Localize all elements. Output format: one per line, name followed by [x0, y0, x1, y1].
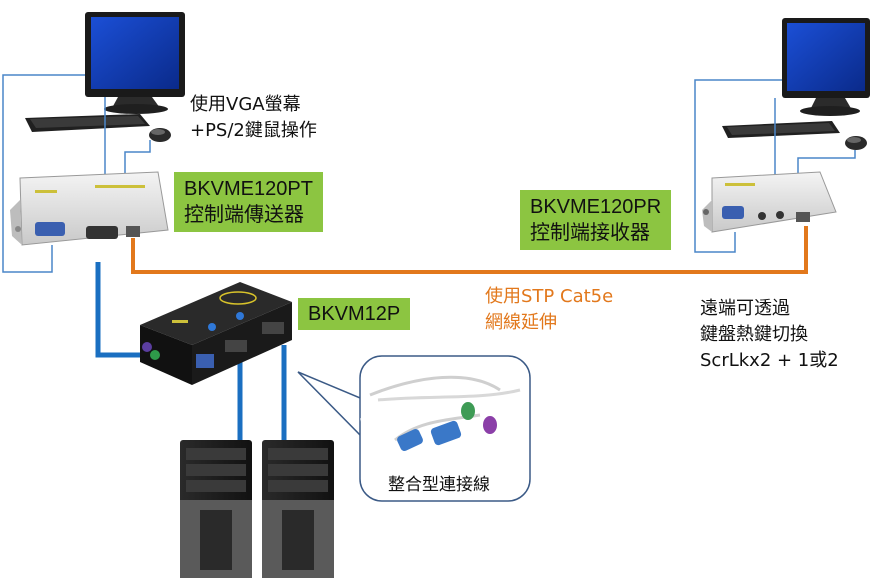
remote-mouse	[845, 136, 867, 150]
remote-note-line2: 鍵盤熱鍵切換	[700, 324, 808, 345]
receiver-desc: 控制端接收器	[530, 222, 650, 244]
computer-tower-2	[262, 440, 334, 578]
switch-label: BKVM12P	[298, 298, 411, 330]
transmitter-device	[10, 171, 169, 246]
callout-pointer	[297, 371, 366, 442]
integrated-cable-image	[369, 375, 521, 452]
local-console-note: 使用VGA螢幕 +PS/2鍵鼠操作	[190, 92, 317, 144]
computer-tower-1	[180, 440, 252, 578]
local-mouse	[149, 128, 171, 142]
receiver-device	[702, 171, 837, 233]
receiver-model: BKVME120PR	[530, 196, 662, 218]
local-console-note-line2: +PS/2鍵鼠操作	[190, 120, 317, 141]
transmitter-label: BKVME120PT 控制端傳送器	[174, 172, 323, 232]
transmitter-desc: 控制端傳送器	[184, 204, 304, 226]
remote-keyboard	[722, 121, 840, 138]
kvm-cables	[95, 262, 287, 440]
kvm-switch-device	[140, 282, 292, 385]
local-console-note-line1: 使用VGA螢幕	[190, 94, 301, 115]
remote-note: 遠端可透過 鍵盤熱鍵切換 ScrLkx2 + 1或2	[700, 296, 839, 374]
extension-note: 使用STP Cat5e 網線延伸	[485, 284, 613, 336]
transmitter-model: BKVME120PT	[184, 178, 313, 200]
cat5-extension-cable	[131, 226, 808, 274]
remote-monitor	[782, 18, 870, 116]
extension-note-line2: 網線延伸	[485, 312, 557, 333]
console-wires-right	[694, 79, 856, 253]
local-monitor	[85, 12, 185, 114]
switch-model: BKVM12P	[308, 303, 401, 325]
receiver-label: BKVME120PR 控制端接收器	[520, 190, 672, 250]
remote-note-line1: 遠端可透過	[700, 298, 790, 319]
cable-caption: 整合型連接線	[388, 475, 490, 495]
local-keyboard	[25, 114, 150, 132]
extension-note-line1: 使用STP Cat5e	[485, 286, 614, 307]
remote-note-line3: ScrLkx2 + 1或2	[700, 350, 839, 371]
console-wires-left	[2, 74, 151, 273]
